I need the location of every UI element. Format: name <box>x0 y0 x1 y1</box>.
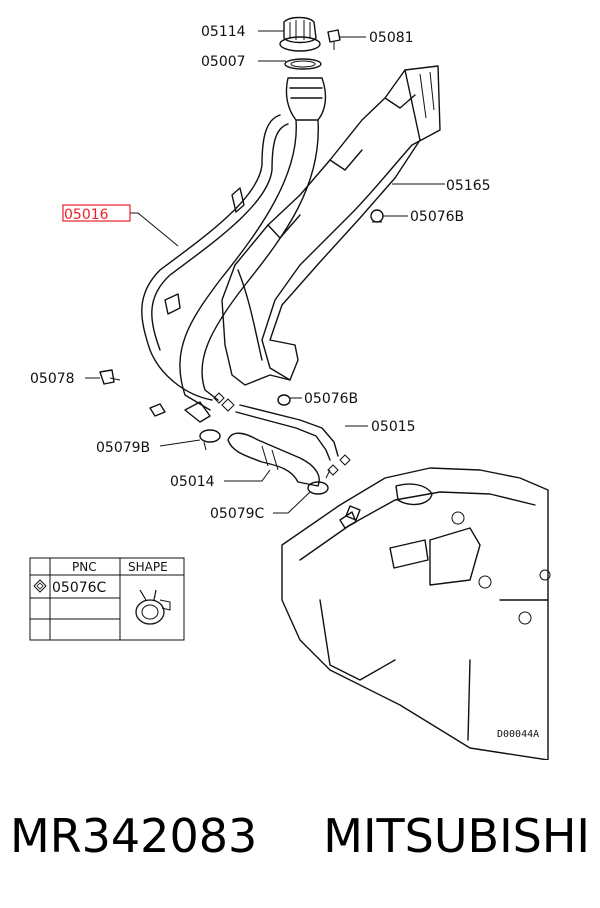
parts-diagram: 05114 05081 05007 05016 05165 05076B 050… <box>29 16 551 760</box>
clamp-05079b <box>199 429 221 451</box>
callout-05007: 05007 <box>201 54 246 70</box>
caption: MR342083 MITSUBISHI <box>10 806 590 866</box>
table-header-shape: SHAPE <box>128 560 168 574</box>
bolt-05078 <box>99 369 121 385</box>
clamp-shape-icon <box>135 589 171 625</box>
fuel-tank <box>281 467 551 760</box>
table-header-pnc: PNC <box>72 560 97 574</box>
diagram-code: D00044A <box>497 729 539 740</box>
part-number: MR342083 <box>10 809 258 863</box>
filler-neck-protector <box>221 65 441 386</box>
callout-05114: 05114 <box>201 24 246 40</box>
callout-05016: 05016 <box>64 207 109 223</box>
fitting-tank <box>345 505 361 521</box>
callout-05078: 05078 <box>30 371 75 387</box>
leader-lines <box>85 30 445 514</box>
callout-05076b-mid: 05076B <box>304 391 358 407</box>
filler-neck-assembly <box>141 77 327 423</box>
callout-05081: 05081 <box>369 30 414 46</box>
callout-05076b-top: 05076B <box>410 209 464 225</box>
callout-05014: 05014 <box>170 474 215 490</box>
brand-name: MITSUBISHI <box>323 809 590 863</box>
callout-05079c: 05079C <box>210 506 265 522</box>
table-row-pnc: 05076C <box>52 580 107 596</box>
highlight-box-05016 <box>62 204 131 222</box>
bolt-05081 <box>327 29 341 50</box>
hose-05014 <box>227 432 320 487</box>
callout-05165: 05165 <box>446 178 491 194</box>
callout-05015: 05015 <box>371 419 416 435</box>
pnc-shape-table: PNC SHAPE 05076C <box>29 557 185 641</box>
hose-05015 <box>235 404 339 461</box>
gasket-ring <box>284 58 322 70</box>
callout-05079b: 05079B <box>96 440 150 456</box>
diamond-symbol-icon <box>33 579 47 593</box>
grommet-05076b-mid <box>277 394 291 406</box>
clamp-05079c <box>307 469 331 495</box>
grommet-05076b-top <box>370 209 384 223</box>
fuel-cap <box>279 16 321 52</box>
diamond-marks <box>213 392 351 476</box>
